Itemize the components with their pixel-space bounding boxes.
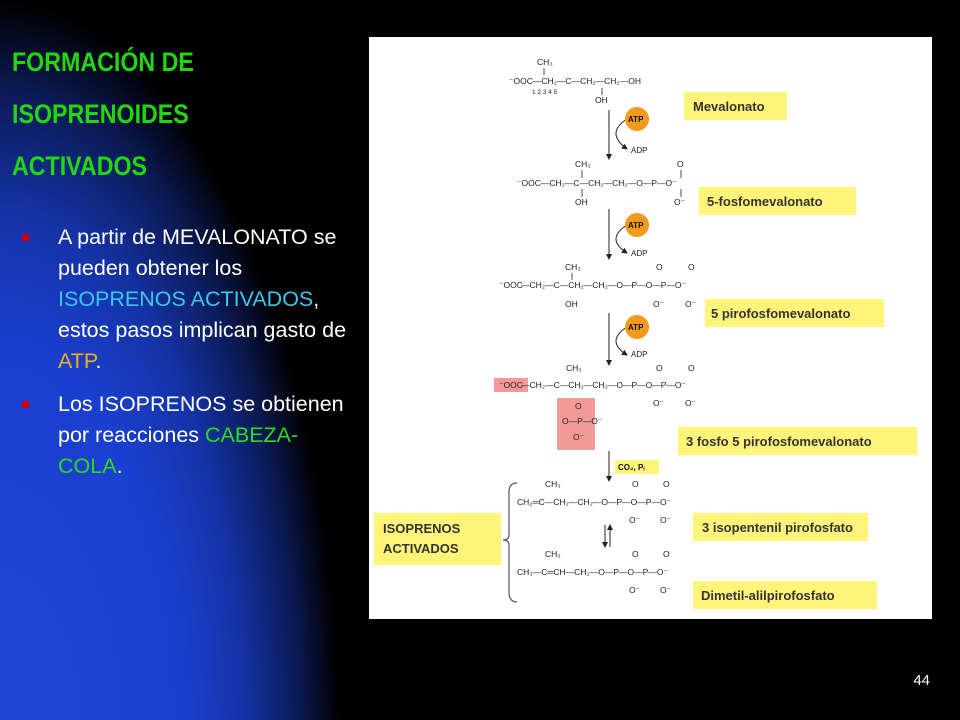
svg-text:CH₃: CH₃ xyxy=(545,549,561,559)
adp-label: ADP xyxy=(631,249,647,258)
bullet-item: A partir de MEVALONATO se pueden obtener… xyxy=(22,222,356,377)
svg-text:O⁻: O⁻ xyxy=(685,299,697,309)
adp-label: ADP xyxy=(631,350,647,359)
mevalonate-molecule: CH₃ ⁻OOC—CH₂—C—CH₂—CH₂—OH 1 2 3 4 5 OH xyxy=(509,57,641,105)
svg-text:O: O xyxy=(663,549,670,559)
group-label-box xyxy=(374,513,501,565)
title-line: ACTIVADOS xyxy=(12,151,148,181)
title-line: ISOPRENOIDES xyxy=(12,99,189,129)
svg-text:O: O xyxy=(632,479,639,489)
equilibrium-arrows xyxy=(602,524,613,548)
adp-label: ADP xyxy=(631,146,647,155)
label-pirofosfomevalonato: 5 pirofosfomevalonato xyxy=(711,306,850,321)
svg-text:⁻OOC—CH₂—C—CH₂—CH₂—OH: ⁻OOC—CH₂—C—CH₂—CH₂—OH xyxy=(509,76,641,86)
svg-text:O—P—O⁻: O—P—O⁻ xyxy=(562,416,603,426)
atp-label: ATP xyxy=(628,323,644,332)
bullet-item: Los ISOPRENOS se obtienen por reacciones… xyxy=(22,389,356,482)
pyrophosphomevalonate-molecule: CH₃ O O ⁻OOC —CH₂—C—CH₂—CH₂—O—P—O—P—O⁻ O… xyxy=(499,262,697,309)
bullet-square-icon xyxy=(22,401,29,408)
label-fosfomevalonato: 5-fosfomevalonato xyxy=(707,194,823,209)
svg-text:—CH₂—C—CH₂—CH₂—O—P—O—P—O⁻: —CH₂—C—CH₂—CH₂—O—P—O—P—O⁻ xyxy=(521,280,687,290)
svg-text:OH: OH xyxy=(595,95,608,105)
svg-text:CH₃: CH₃ xyxy=(565,262,581,272)
label-box-fosfomevalonato xyxy=(699,187,856,215)
label-mevalonato: Mevalonato xyxy=(693,99,765,114)
atp-step-2: ATP ADP xyxy=(606,209,649,260)
slide-title: FORMACIÓN DE ISOPRENOIDES ACTIVADOS xyxy=(12,36,304,192)
svg-text:CH₃: CH₃ xyxy=(537,57,553,67)
label-box-pirofosfomevalonato xyxy=(705,299,884,327)
svg-text:O: O xyxy=(663,479,670,489)
svg-text:1 2 3 4 5: 1 2 3 4 5 xyxy=(532,89,558,96)
svg-text:O⁻: O⁻ xyxy=(573,432,585,442)
phosphomevalonate-molecule: CH₃ O ⁻OOC—CH₂—C—CH₂—CH₂—O—P—O⁻ OH O⁻ xyxy=(517,159,686,207)
svg-text:O⁻: O⁻ xyxy=(660,585,672,595)
svg-text:—CH₂—C—CH₂—CH₂—O—P—O—P—O⁻: —CH₂—C—CH₂—CH₂—O—P—O—P—O⁻ xyxy=(521,380,687,390)
svg-text:⁻OOC—CH₂—C—CH₂—CH₂—O—P—O⁻: ⁻OOC—CH₂—C—CH₂—CH₂—O—P—O⁻ xyxy=(517,178,677,188)
atp-label: ATP xyxy=(628,115,644,124)
label-fosfopirofosfomevalonato: 3 fosfo 5 pirofosfomevalonato xyxy=(686,434,872,449)
svg-text:O⁻: O⁻ xyxy=(653,299,665,309)
svg-text:O: O xyxy=(677,159,684,169)
dimethylallyl-pyrophosphate-molecule: CH₃ O O CH₃—C═CH—CH₂—O—P—O—P—O⁻ O⁻ O⁻ xyxy=(517,549,672,595)
isopentenyl-pyrophosphate-molecule: CH₃ O O CH₂═C—CH₂—CH₂—O—P—O—P—O⁻ O⁻ O⁻ xyxy=(517,479,672,525)
highlight-term: ISOPRENOS ACTIVADOS xyxy=(58,287,314,311)
atp-step-1: ATP ADP xyxy=(606,107,649,160)
svg-text:⁻OOC: ⁻OOC xyxy=(499,380,523,390)
svg-text:O: O xyxy=(688,363,695,373)
label-box-isopentenil xyxy=(693,513,868,541)
svg-text:O⁻: O⁻ xyxy=(685,398,697,408)
atp-step-3: ATP ADP xyxy=(606,313,649,366)
label-isopentenil: 3 isopentenil pirofosfato xyxy=(702,520,853,535)
phosphopyrophosphomevalonate-molecule: CH₃ O O ⁻OOC —CH₂—C—CH₂—CH₂—O—P—O—P—O⁻ O… xyxy=(494,363,697,450)
byproducts-label: CO₂, Pᵢ xyxy=(618,463,644,472)
svg-text:O: O xyxy=(656,363,663,373)
label-dimetilalil: Dimetil-alilpirofosfato xyxy=(701,588,835,603)
label-box-mevalonato xyxy=(684,92,787,120)
svg-text:O: O xyxy=(656,262,663,272)
group-label-line: ACTIVADOS xyxy=(383,541,459,556)
svg-text:OH: OH xyxy=(565,299,578,309)
label-box-dimetilalil xyxy=(693,581,877,609)
atp-label: ATP xyxy=(628,221,644,230)
svg-text:CH₃: CH₃ xyxy=(566,363,582,373)
group-brace xyxy=(502,482,518,603)
svg-text:O: O xyxy=(632,549,639,559)
svg-text:CH₃—C═CH—CH₂—O—P—O—P—O⁻: CH₃—C═CH—CH₂—O—P—O—P—O⁻ xyxy=(517,567,668,577)
bullet-square-icon xyxy=(22,234,29,241)
svg-text:CH₂═C—CH₂—CH₂—O—P—O—P—O⁻: CH₂═C—CH₂—CH₂—O—P—O—P—O⁻ xyxy=(517,497,672,507)
decarboxylation-step: CO₂, Pᵢ xyxy=(606,451,659,482)
pathway-diagram: CH₃ ⁻OOC—CH₂—C—CH₂—CH₂—OH 1 2 3 4 5 OH M… xyxy=(369,37,932,619)
svg-text:O: O xyxy=(575,401,582,411)
svg-text:O⁻: O⁻ xyxy=(629,515,641,525)
svg-text:OH: OH xyxy=(575,197,588,207)
svg-text:O⁻: O⁻ xyxy=(660,515,672,525)
highlight-term: ATP xyxy=(58,349,96,373)
svg-text:O⁻: O⁻ xyxy=(674,197,686,207)
group-label-line: ISOPRENOS xyxy=(383,521,461,536)
highlight-term: CABEZA-COLA xyxy=(58,423,299,478)
bullet-list: A partir de MEVALONATO se pueden obtener… xyxy=(22,222,356,494)
page-number: 44 xyxy=(913,672,930,689)
label-box-fosfopirofosfomevalonato xyxy=(678,427,917,455)
svg-text:O⁻: O⁻ xyxy=(653,398,665,408)
svg-text:⁻OOC: ⁻OOC xyxy=(499,280,523,290)
svg-text:CH₃: CH₃ xyxy=(575,159,591,169)
svg-text:O⁻: O⁻ xyxy=(629,585,641,595)
svg-text:CH₃: CH₃ xyxy=(545,479,561,489)
title-line: FORMACIÓN DE xyxy=(12,47,194,77)
svg-text:O: O xyxy=(688,262,695,272)
